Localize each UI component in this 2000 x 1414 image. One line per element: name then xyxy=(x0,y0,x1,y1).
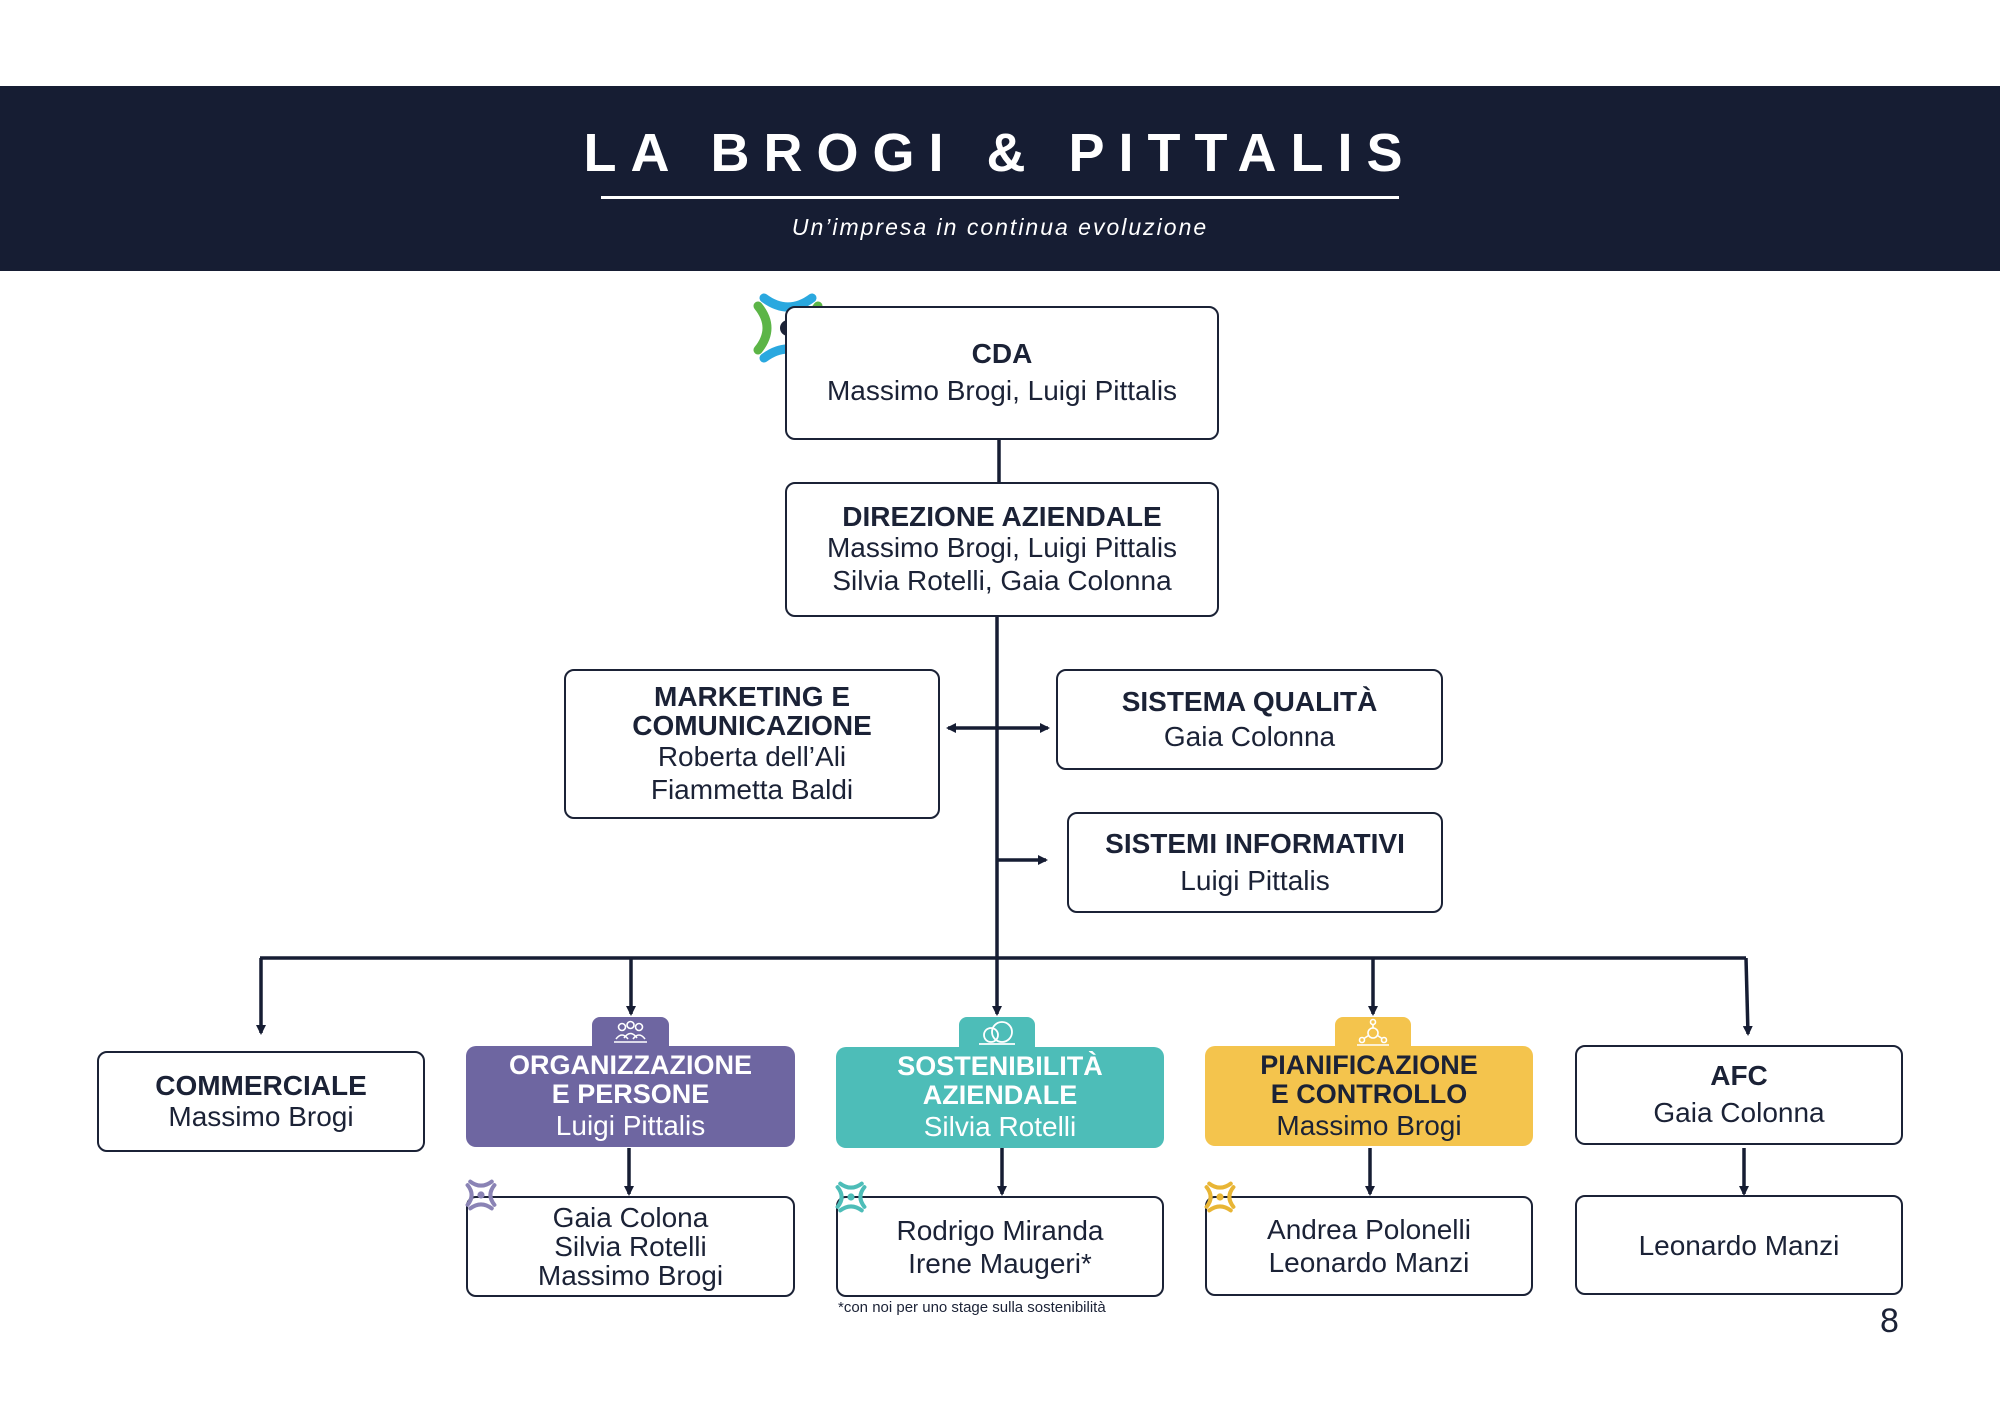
afc-team-member: Leonardo Manzi xyxy=(1638,1229,1840,1261)
box-sistemi-informativi: SISTEMI INFORMATIVI Luigi Pittalis xyxy=(1067,812,1443,913)
sostenibilita-people: Silvia Rotelli xyxy=(923,1111,1077,1142)
organizzazione-team-member: Massimo Brogi xyxy=(537,1260,724,1291)
title-underline xyxy=(601,196,1399,199)
sostenibilita-team-member: Irene Maugeri* xyxy=(908,1247,1092,1279)
organizzazione-people: Luigi Pittalis xyxy=(555,1110,706,1141)
pianificazione-team-member: Leonardo Manzi xyxy=(1268,1247,1470,1278)
page-number: 8 xyxy=(1880,1302,1899,1340)
box-pianificazione-team: Andrea Polonelli Leonardo Manzi xyxy=(1205,1196,1533,1296)
page-title: LA BROGI & PITTALIS xyxy=(583,123,1417,183)
box-marketing: MARKETING E COMUNICAZIONE Roberta dell’A… xyxy=(564,669,940,819)
logo-mark-purple-icon xyxy=(465,1179,497,1211)
people-group-icon xyxy=(614,1020,647,1043)
box-pianificazione-controllo: PIANIFICAZIONE E CONTROLLO Massimo Brogi xyxy=(1205,1046,1533,1146)
informativi-title: SISTEMI INFORMATIVI xyxy=(1105,827,1405,859)
pianificazione-team-member: Andrea Polonelli xyxy=(1267,1214,1471,1245)
direzione-title: DIREZIONE AZIENDALE xyxy=(842,501,1162,532)
box-direzione-aziendale: DIREZIONE AZIENDALE Massimo Brogi, Luigi… xyxy=(785,482,1219,617)
sostenibilita-title-1: SOSTENIBILITÀ xyxy=(897,1051,1103,1081)
connector-arrow-to-afc xyxy=(1742,957,1753,1036)
circles-icon xyxy=(979,1021,1015,1045)
sostenibilita-team-member: Rodrigo Miranda xyxy=(896,1214,1104,1246)
box-sostenibilita-team: Rodrigo Miranda Irene Maugeri* xyxy=(836,1196,1164,1297)
sostenibilita-title-2: AZIENDALE xyxy=(922,1080,1078,1110)
pianificazione-tab xyxy=(1335,1017,1411,1047)
qualita-title: SISTEMA QUALITÀ xyxy=(1121,685,1378,717)
direzione-line-2: Silvia Rotelli, Gaia Colonna xyxy=(832,565,1172,596)
pianificazione-title-2: E CONTROLLO xyxy=(1270,1078,1468,1109)
informativi-people: Luigi Pittalis xyxy=(1180,864,1330,896)
commerciale-title: COMMERCIALE xyxy=(155,1069,367,1101)
organizzazione-tab xyxy=(592,1017,669,1047)
organizzazione-title-2: E PERSONE xyxy=(551,1079,710,1109)
footnote: *con noi per uno stage sulla sostenibili… xyxy=(838,1299,1106,1316)
logo-mark-teal-icon xyxy=(835,1181,867,1213)
qualita-people: Gaia Colonna xyxy=(1163,720,1336,752)
afc-title: AFC xyxy=(1710,1060,1768,1091)
box-organizzazione-persone: ORGANIZZAZIONE E PERSONE Luigi Pittalis xyxy=(466,1046,795,1147)
marketing-line-1: Roberta dell’Ali xyxy=(657,741,847,772)
pianificazione-title-1: PIANIFICAZIONE xyxy=(1260,1049,1478,1080)
marketing-title-1: MARKETING E xyxy=(654,681,850,712)
box-organizzazione-team: Gaia Colona Silvia Rotelli Massimo Brogi xyxy=(466,1196,795,1297)
page-subtitle: Un’impresa in continua evoluzione xyxy=(791,214,1209,240)
organizzazione-title-1: ORGANIZZAZIONE xyxy=(509,1050,752,1080)
sostenibilita-tab xyxy=(959,1017,1035,1048)
box-commerciale: COMMERCIALE Massimo Brogi xyxy=(97,1051,425,1152)
marketing-title-2: COMUNICAZIONE xyxy=(632,710,872,741)
network-icon xyxy=(1357,1018,1389,1046)
organizzazione-team-member: Silvia Rotelli xyxy=(554,1231,707,1262)
logo-mark-yellow-icon xyxy=(1204,1181,1236,1213)
afc-people: Gaia Colonna xyxy=(1653,1097,1825,1128)
cda-people: Massimo Brogi, Luigi Pittalis xyxy=(826,375,1178,406)
commerciale-people: Massimo Brogi xyxy=(168,1100,354,1132)
box-afc-team: Leonardo Manzi xyxy=(1575,1195,1903,1295)
header-banner xyxy=(0,86,2000,271)
box-afc: AFC Gaia Colonna xyxy=(1575,1045,1903,1145)
direzione-line-1: Massimo Brogi, Luigi Pittalis xyxy=(826,532,1178,563)
box-sostenibilita-aziendale: SOSTENIBILITÀ AZIENDALE Silvia Rotelli xyxy=(836,1047,1164,1148)
marketing-line-2: Fiammetta Baldi xyxy=(650,774,854,805)
cda-title: CDA xyxy=(971,338,1033,369)
box-sistema-qualita: SISTEMA QUALITÀ Gaia Colonna xyxy=(1056,669,1443,770)
box-cda: CDA Massimo Brogi, Luigi Pittalis xyxy=(785,306,1219,440)
pianificazione-people: Massimo Brogi xyxy=(1276,1109,1462,1141)
organizzazione-team-member: Gaia Colona xyxy=(552,1202,709,1233)
